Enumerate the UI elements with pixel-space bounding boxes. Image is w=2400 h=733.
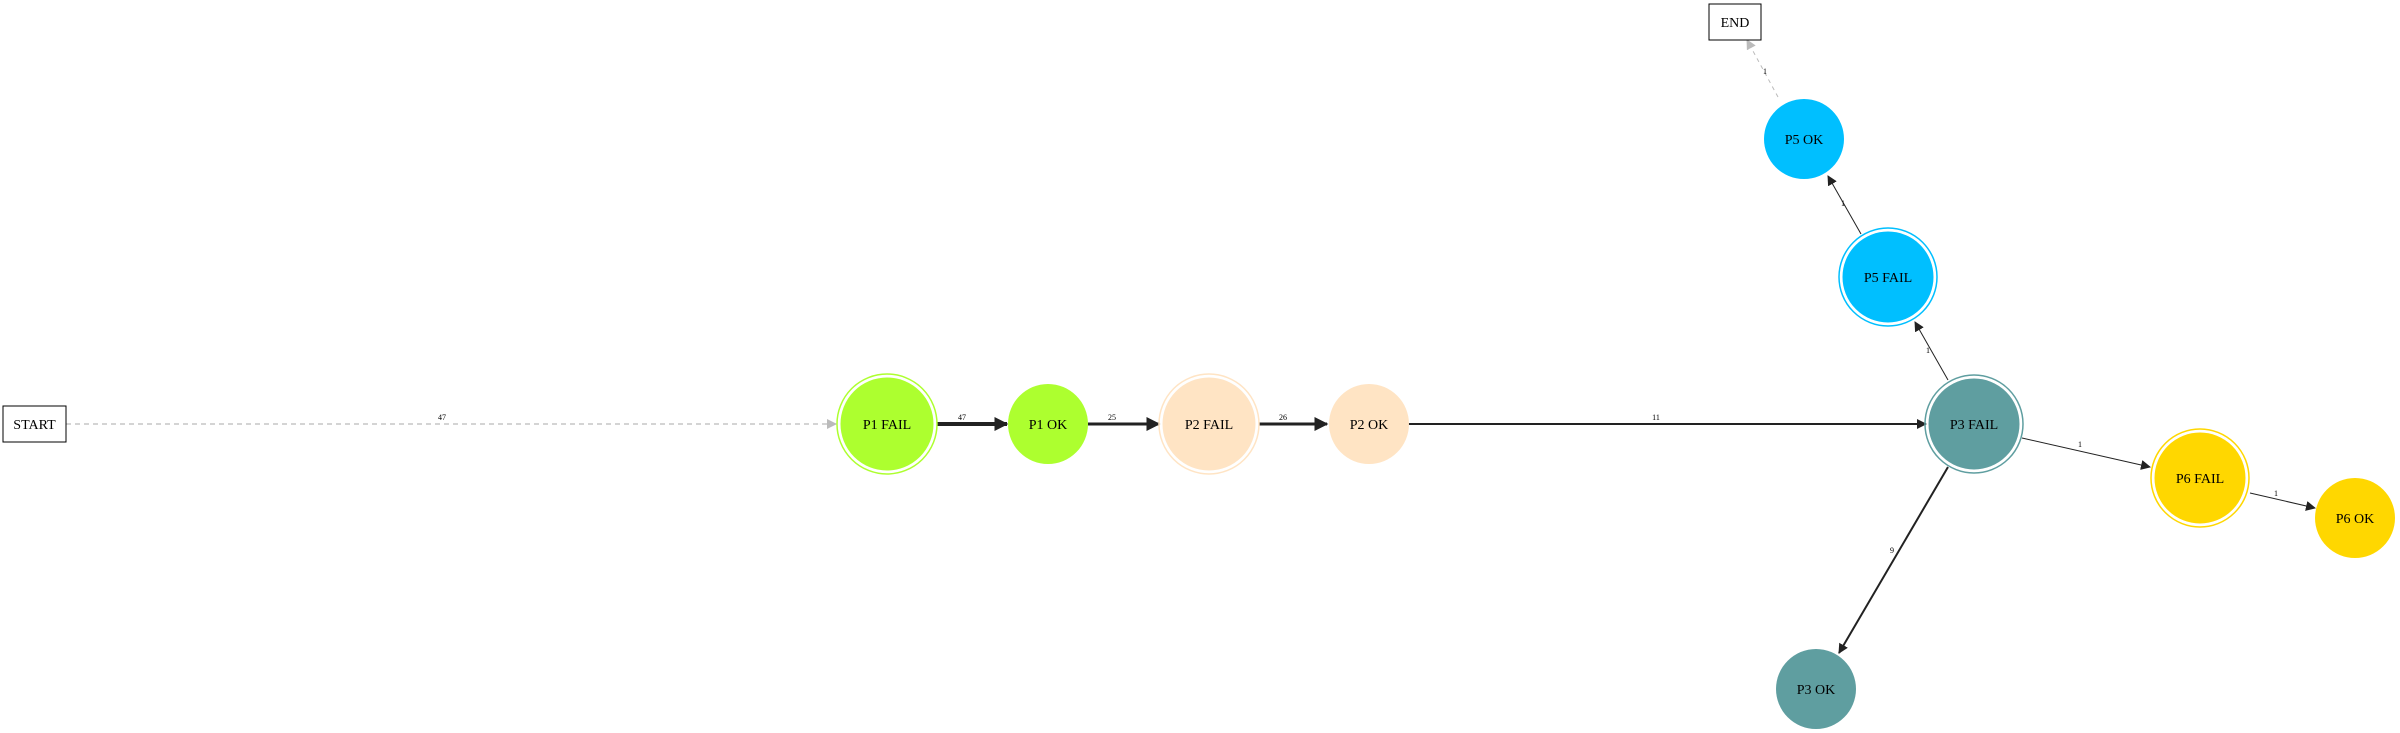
edge-label-p2-ok-to-p3-fail: 11 <box>1652 413 1660 422</box>
edge-label-p1-fail-to-p1-ok: 47 <box>958 413 966 422</box>
edge-p3-fail-to-p6-fail <box>2021 437 2151 470</box>
node-label-p1-fail: P1 FAIL <box>863 418 911 433</box>
edge-p3-fail-to-p3-ok <box>1838 466 1949 654</box>
node-p6-ok[interactable]: P6 OK <box>2315 478 2395 558</box>
node-label-start: START <box>13 418 56 433</box>
node-p3-ok[interactable]: P3 OK <box>1776 649 1856 729</box>
edge-label-p6-fail-to-p6-ok: 1 <box>2274 489 2278 498</box>
edge-p5-ok-to-end <box>1746 39 1779 98</box>
node-label-p5-fail: P5 FAIL <box>1864 271 1912 286</box>
node-end[interactable]: END <box>1708 3 1762 41</box>
nodes-layer: START END P1 FAIL P1 OK P2 FAIL P2 OK <box>2 3 2395 729</box>
node-label-p2-ok: P2 OK <box>1350 418 1389 433</box>
edge-label-start-to-p1-fail: 47 <box>438 413 446 422</box>
edge-label-p3-fail-to-p5-fail: 1 <box>1926 346 1930 355</box>
node-p5-ok[interactable]: P5 OK <box>1764 99 1844 179</box>
node-label-p1-ok: P1 OK <box>1029 418 1068 433</box>
node-p1-ok[interactable]: P1 OK <box>1008 384 1088 464</box>
edge-p3-fail-to-p5-fail <box>1914 321 1949 381</box>
edge-p6-fail-to-p6-ok <box>2249 492 2316 511</box>
edge-label-p3-fail-to-p6-fail: 1 <box>2078 440 2082 449</box>
edges-layer: 47 47 25 26 11 9 1 1 1 1 1 <box>66 39 2316 654</box>
edge-label-p1-ok-to-p2-fail: 25 <box>1108 413 1116 422</box>
node-start[interactable]: START <box>2 405 67 443</box>
edge-p5-fail-to-p5-ok <box>1827 175 1862 235</box>
node-p1-fail[interactable]: P1 FAIL <box>836 373 938 475</box>
edge-label-p3-fail-to-p3-ok: 9 <box>1890 546 1894 555</box>
node-label-p5-ok: P5 OK <box>1785 133 1824 148</box>
node-p2-ok[interactable]: P2 OK <box>1329 384 1409 464</box>
node-p6-fail[interactable]: P6 FAIL <box>2150 428 2250 528</box>
node-label-end: END <box>1721 16 1750 31</box>
node-p2-fail[interactable]: P2 FAIL <box>1158 373 1260 475</box>
node-label-p3-ok: P3 OK <box>1797 683 1836 698</box>
node-label-p3-fail: P3 FAIL <box>1950 418 1998 433</box>
node-label-p2-fail: P2 FAIL <box>1185 418 1233 433</box>
node-p3-fail[interactable]: P3 FAIL <box>1924 374 2024 474</box>
node-label-p6-ok: P6 OK <box>2336 512 2375 527</box>
node-p5-fail[interactable]: P5 FAIL <box>1838 227 1938 327</box>
edge-label-p5-ok-to-end: 1 <box>1763 67 1767 76</box>
edge-label-p2-fail-to-p2-ok: 26 <box>1279 413 1287 422</box>
edge-label-p5-fail-to-p5-ok: 1 <box>1841 199 1845 208</box>
node-label-p6-fail: P6 FAIL <box>2176 472 2224 487</box>
